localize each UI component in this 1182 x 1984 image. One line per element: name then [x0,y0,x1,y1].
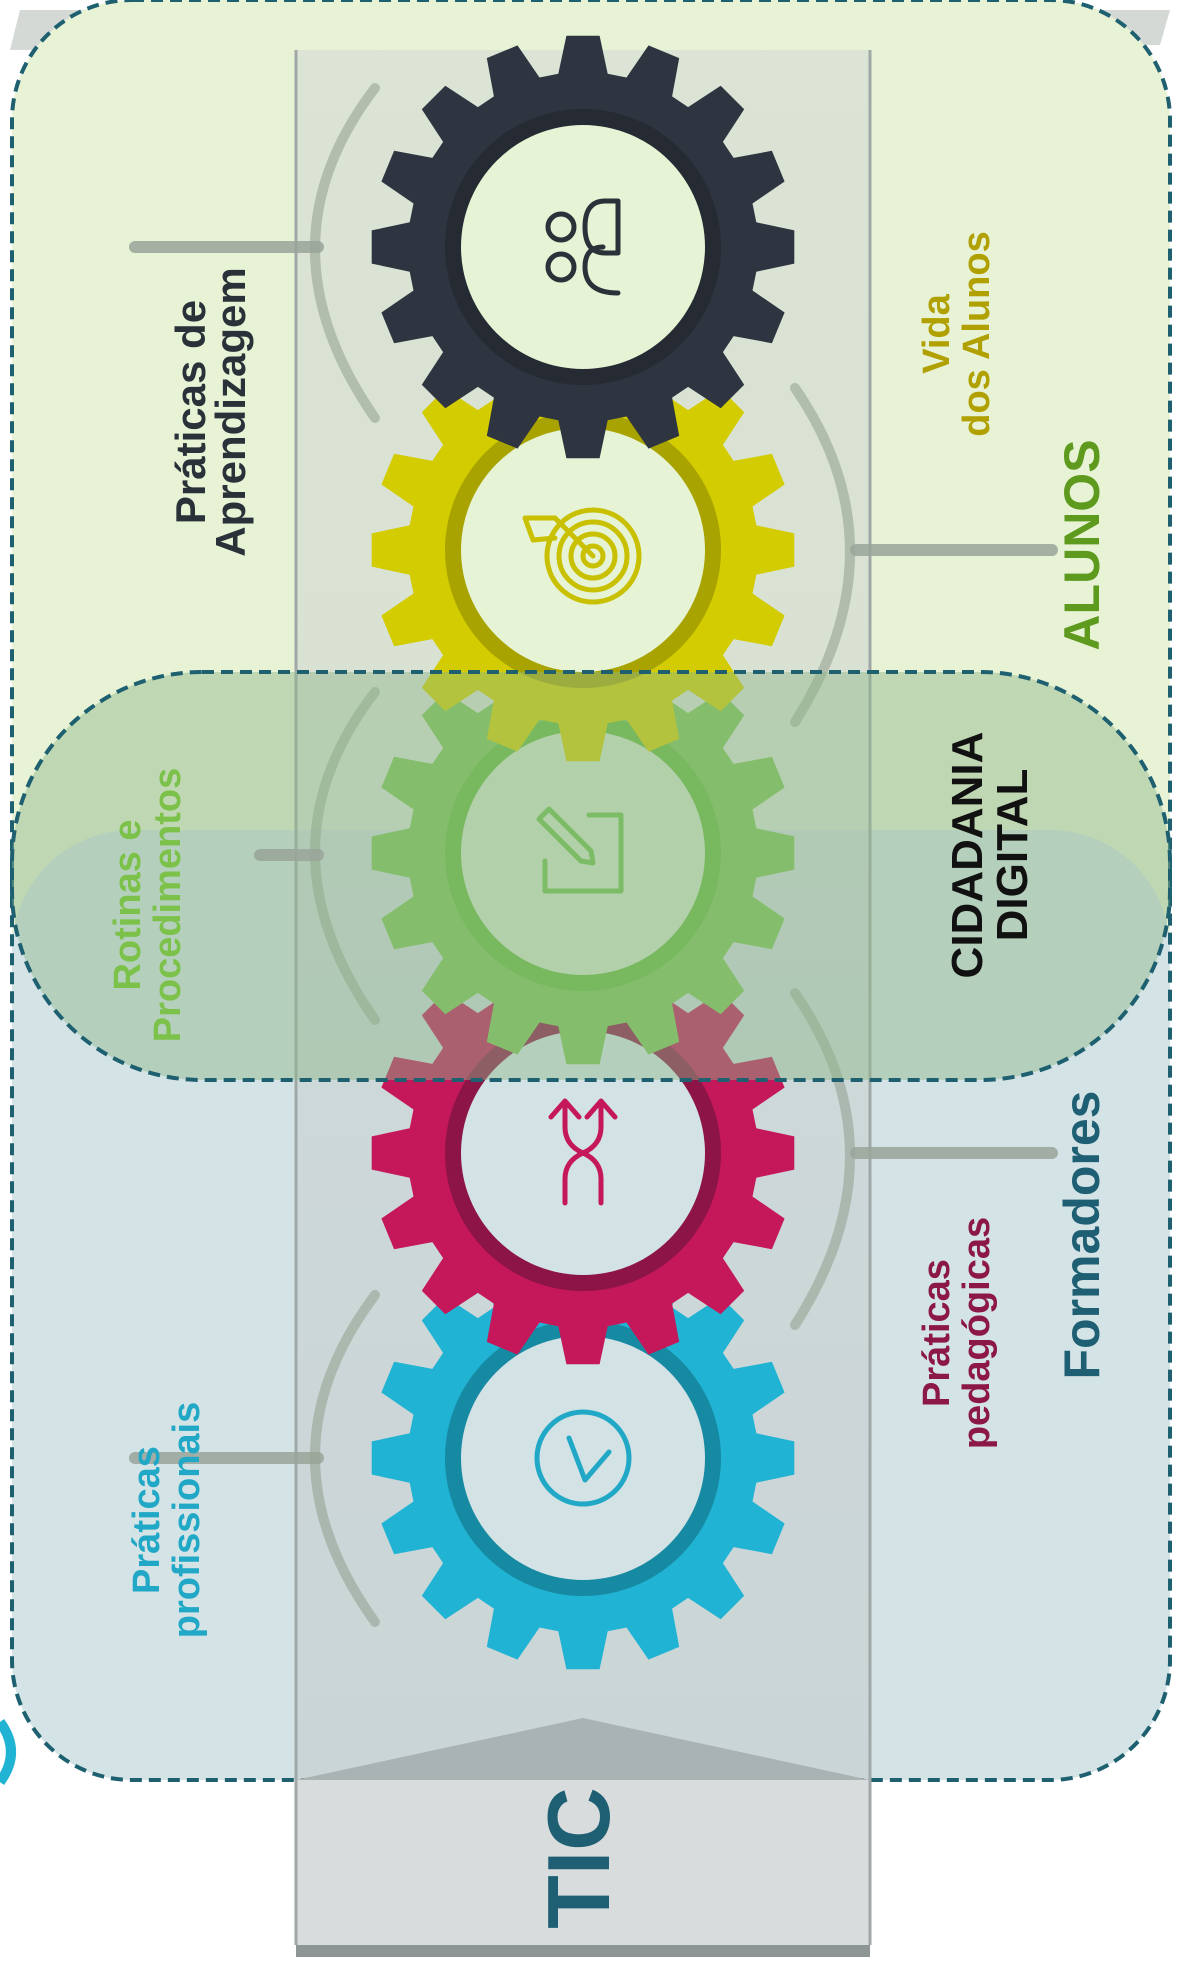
central-bar-shadow [296,1945,870,1957]
shuffle-icon [548,1098,618,1206]
target-icon [522,507,642,605]
label-tic: TIC [529,1787,628,1929]
label-praticas-profissionais: Práticas profissionais [126,1401,208,1639]
gear-edit-hub [461,731,705,975]
gear-clock [371,1246,795,1670]
bar-arrow-tip [296,1718,870,1780]
central-bar-bottom [296,1780,870,1945]
label-alunos: ALUNOS [1054,439,1110,651]
label-praticas-aprendizagem: Práticas de Aprendizagem [167,267,254,557]
label-praticas-pedagogicas: Práticas pedagógicas [916,1216,998,1450]
label-cidadania-digital: CIDADANIA DIGITAL [943,731,1037,979]
arc-right-vida [790,383,855,727]
gear-students [371,35,795,459]
clock-icon [534,1409,632,1507]
edit-icon [536,806,624,894]
cidadania-dashed-border [10,670,1172,1082]
left-edge-glyph [0,1719,16,1785]
gear-students-hub [461,125,705,369]
gear-clock-hub [461,1336,705,1580]
arc-right-pedagogicas [790,988,855,1330]
label-rotinas-procedimentos: Rotinas e Procedimentos [107,767,189,1043]
people-icon [545,198,621,296]
label-vida-alunos: Vida dos Alunos [916,231,998,437]
cidadania-region [12,672,1170,1080]
label-formadores: Formadores [1054,1090,1110,1380]
gear-edit [371,641,795,1065]
